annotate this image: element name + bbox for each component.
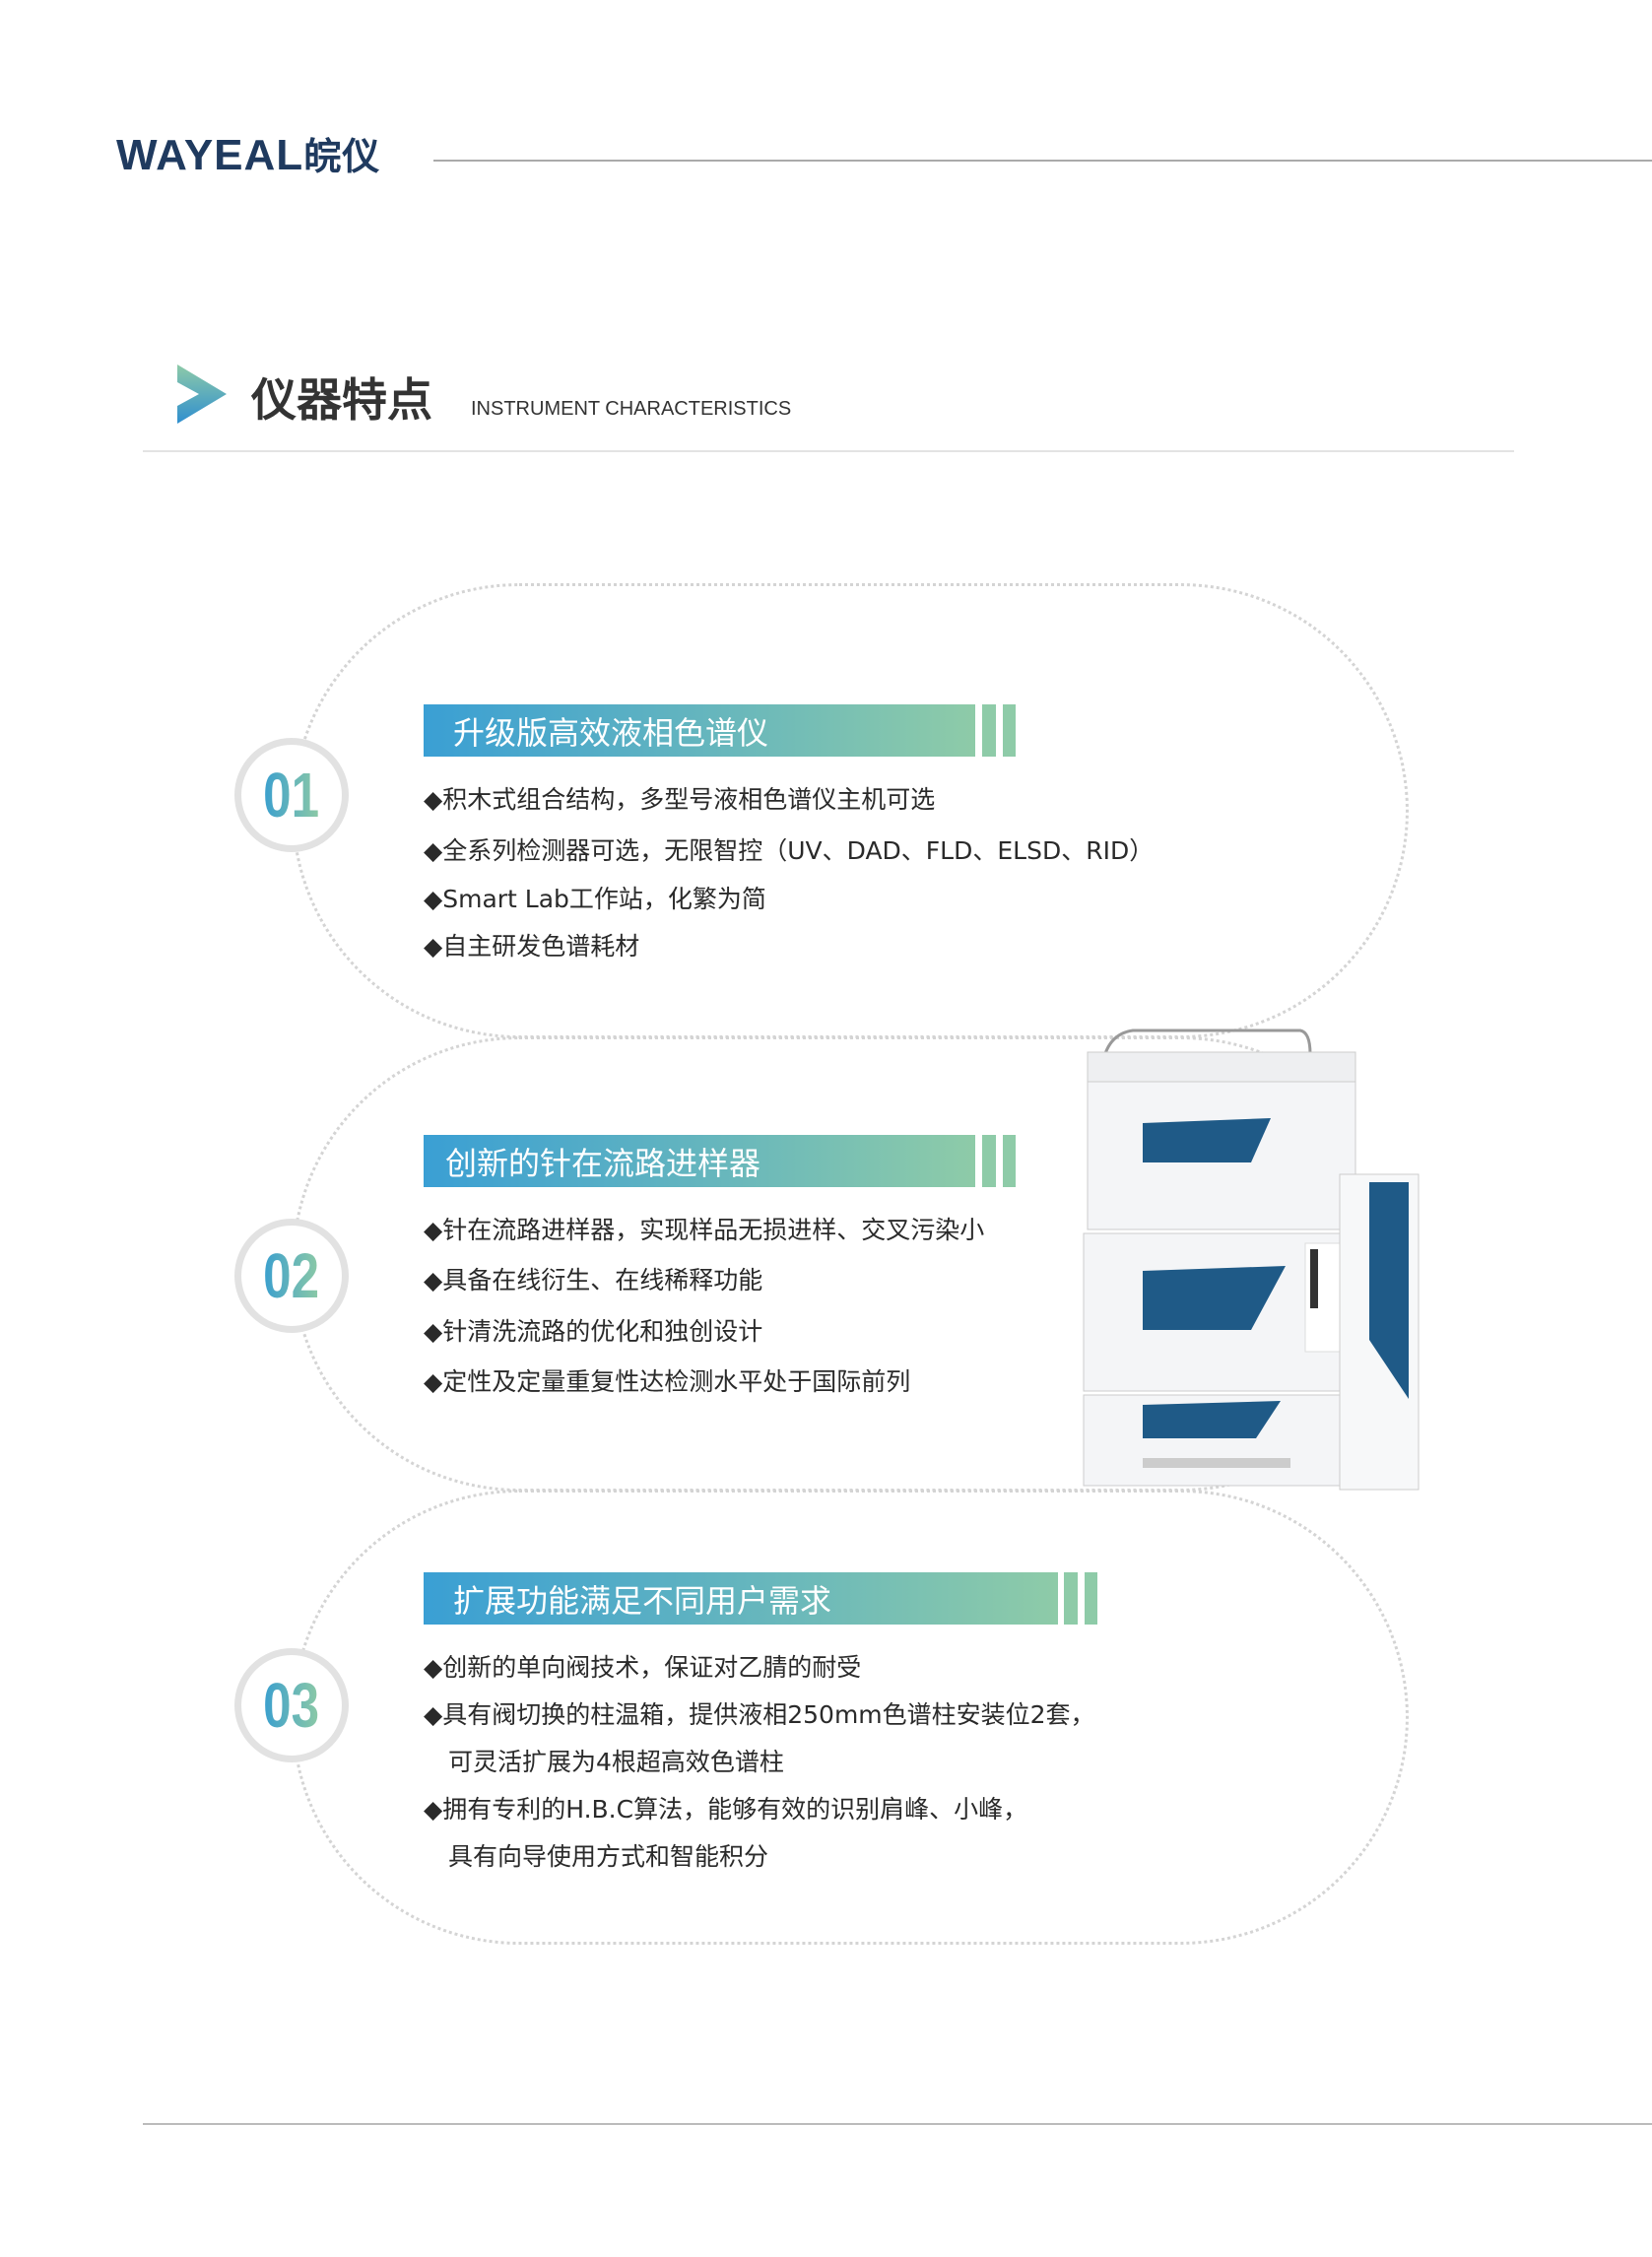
feature-bullet: ◆定性及定量重复性达检测水平处于国际前列: [424, 1367, 911, 1396]
feature-bullet: 可灵活扩展为4根超高效色谱柱: [424, 1748, 784, 1776]
banner-bars: [982, 1135, 1016, 1187]
section-subtitle: INSTRUMENT CHARACTERISTICS: [471, 398, 792, 420]
feature-bullet: 具有向导使用方式和智能积分: [424, 1842, 769, 1871]
feature-bullet: ◆积木式组合结构，多型号液相色谱仪主机可选: [424, 785, 936, 814]
feature-number-2: 02: [234, 1219, 349, 1333]
banner-bars: [982, 704, 1016, 757]
feature-bullet: ◆全系列检测器可选，无限智控（UV、DAD、FLD、ELSD、RID）: [424, 836, 1155, 865]
feature-bullet: ◆拥有专利的H.B.C算法，能够有效的识别肩峰、小峰，: [424, 1795, 1028, 1824]
footer-divider: [143, 2123, 1652, 2125]
feature-title-2: 创新的针在流路进样器: [424, 1135, 975, 1187]
hplc-instrument-image: [1083, 1029, 1420, 1491]
feature-bullet: ◆针在流路进样器，实现样品无损进样、交叉污染小: [424, 1216, 985, 1244]
feature-bullet: ◆具备在线衍生、在线稀释功能: [424, 1266, 763, 1294]
feature-title-1: 升级版高效液相色谱仪: [424, 704, 975, 757]
feature-bullet: ◆针清洗流路的优化和独创设计: [424, 1317, 763, 1346]
feature-bullet: ◆具有阀切换的柱温箱，提供液相250mm色谱柱安装位2套，: [424, 1700, 1095, 1729]
feature-number-3: 03: [234, 1648, 349, 1762]
feature-number-1: 01: [234, 738, 349, 852]
header-divider: [433, 160, 1652, 162]
banner-bars: [1064, 1572, 1097, 1625]
feature-bullet: ◆创新的单向阀技术，保证对乙腈的耐受: [424, 1653, 862, 1682]
feature-title-3: 扩展功能满足不同用户需求: [424, 1572, 1058, 1625]
feature-bullet: ◆自主研发色谱耗材: [424, 932, 640, 961]
section-divider: [143, 450, 1514, 452]
logo: WAYEAL皖仪: [116, 131, 381, 179]
feature-bullet: ◆Smart Lab工作站，化繁为简: [424, 885, 766, 913]
section-title: 仪器特点: [251, 373, 432, 427]
play-arrow-icon: [177, 365, 227, 424]
